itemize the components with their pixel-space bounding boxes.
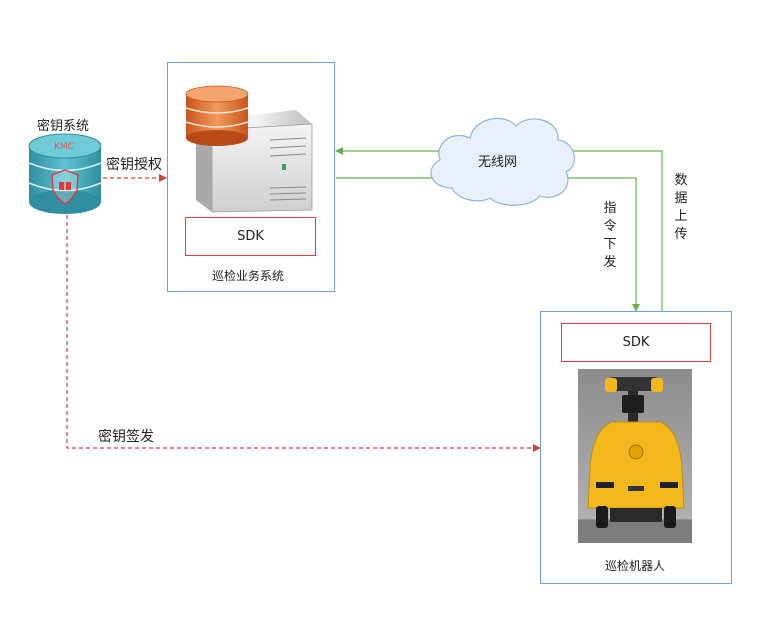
business-system-box xyxy=(167,62,335,292)
key-issuance-arrow xyxy=(66,215,541,452)
business-sdk-box: SDK xyxy=(185,217,316,256)
key-issuance-label: 密钥签发 xyxy=(98,429,154,445)
kmc-database-icon xyxy=(28,133,102,214)
robot-sdk-label: SDK xyxy=(622,335,650,350)
business-system-title: 巡检业务系统 xyxy=(212,269,285,283)
data-upload-line xyxy=(566,150,663,311)
robot-title: 巡检机器人 xyxy=(605,559,666,573)
command-dispatch-label: 指令下发 xyxy=(603,201,617,270)
key-authorization-label: 密钥授权 xyxy=(106,157,162,173)
kmc-label: KMC xyxy=(54,142,74,152)
key-system-title: 密钥系统 xyxy=(37,119,90,134)
wireless-network-cloud xyxy=(430,117,575,206)
data-upload-label: 数据上传 xyxy=(674,173,688,242)
network-label: 无线网 xyxy=(478,155,518,170)
command-dispatch-arrow xyxy=(562,177,640,312)
robot-sdk-box: SDK xyxy=(561,323,711,362)
business-sdk-label: SDK xyxy=(237,229,264,244)
